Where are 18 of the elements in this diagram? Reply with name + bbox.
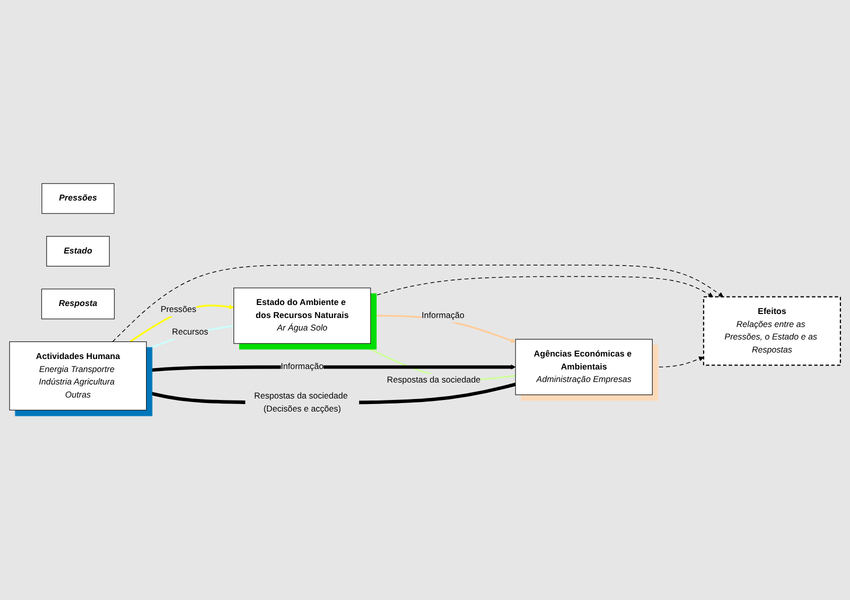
arrow — [146, 365, 516, 373]
node-box: Actividades Humana Energia Transportre Indústria Agricultura Outras — [9, 342, 147, 411]
edge-label: Recursos — [172, 328, 208, 338]
edge-label: Respostas da sociedade (Decisões e acções) — [254, 391, 348, 414]
node-box: Agências Económicas e Ambientais Administração Empresas — [515, 339, 653, 396]
edge-label: Informação — [422, 310, 464, 321]
node-box: Estado — [46, 236, 110, 267]
edge-label: Pressões — [160, 305, 196, 315]
edge-label: Informação — [280, 362, 324, 372]
arrow — [146, 326, 234, 351]
node-box: Estado do Ambiente e dos Recursos Naturais Ar Água Solo — [234, 288, 371, 344]
arrow — [370, 276, 714, 298]
node-box: Pressões — [42, 184, 114, 214]
node-box: Resposta — [41, 289, 115, 320]
arrow — [652, 356, 704, 368]
arrow — [130, 304, 234, 343]
node-box: Efeitos Relações entre as Pressões, o Estado e as Respostas — [703, 296, 841, 366]
edge-label: Respostas da sociedade — [386, 375, 481, 386]
